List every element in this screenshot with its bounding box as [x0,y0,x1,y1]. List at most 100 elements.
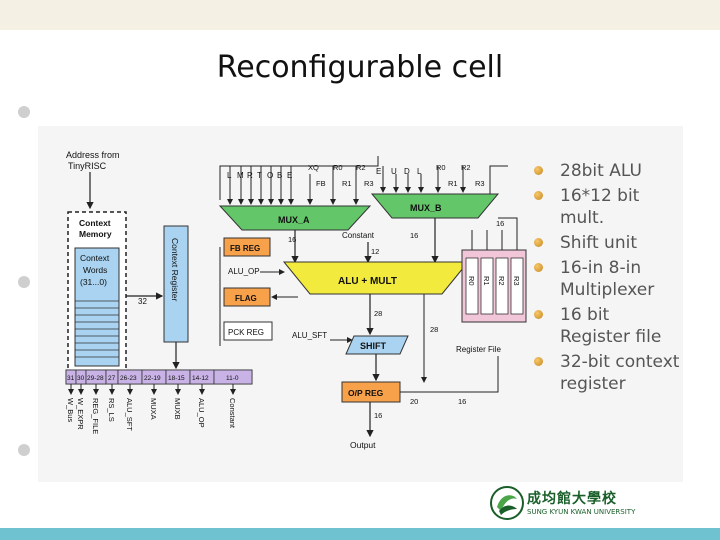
field-label-wbus: W_Bus [66,398,75,422]
bit-field-0: 31 [67,375,75,382]
alu-mult-block [282,261,470,295]
flag-label: FLAG [235,294,257,303]
feature-item: Shift unit [532,232,682,254]
bit-field-3: 27 [108,375,116,382]
context-memory-label1: Context [79,218,111,228]
shift-block [345,335,409,355]
mux-a-input-t: T [257,171,262,180]
flag-block [223,287,271,307]
university-logo: 成均館大學校 SUNG KYUN KWAN UNIVERSITY [487,482,643,524]
field-label-alusft: ALU_SFT [125,398,134,431]
feedback-line-left [219,156,379,200]
architecture-diagram: Address from TinyRISC Context Memory Con… [65,150,527,450]
context-register-label: Context Register [170,238,180,301]
mux-a-top-r2: R2 [356,163,366,172]
bit-field-cells [65,369,253,385]
architecture-figure: Address from TinyRISC Context Memory Con… [38,126,683,482]
mux-b-sub-r1: R1 [448,179,458,188]
feature-item: 32-bit context register [532,351,682,395]
bottom-decoration-band [0,528,720,540]
feedback-width-20: 20 [410,397,418,406]
page-title: Reconfigurable cell [216,50,504,85]
mux-b-sub-r3: R3 [475,179,485,188]
register-r1: R1 [482,276,491,286]
register-r0-cell [465,257,479,315]
bullet-dot-icon [534,238,543,247]
bit-field-8: 11-0 [226,375,239,382]
pck-reg-label: PCK REG [228,328,264,337]
bit-field-4: 26-23 [120,375,137,382]
mux-b-input-u: U [391,167,397,176]
register-r0: R0 [467,276,476,286]
university-name: 成均館大學校 [527,491,617,507]
mux-a-input-r: R [247,171,253,180]
bit-field-7: 14-12 [192,375,209,382]
mux-a-sub-r3: R3 [364,179,374,188]
bullet-dot-icon [534,357,543,366]
mux-b-input-l: L [417,167,422,176]
context-memory-label2: Memory [79,229,112,239]
alu-out-width: 28 [374,309,382,318]
field-label-rsls: RS_LS [107,398,116,422]
top-decoration-band [0,0,720,30]
field-label-muxa: MUXA [149,398,158,420]
mux-b-top-r2: R2 [461,163,471,172]
mux-a-top-xq: XQ [308,163,319,172]
mux-b-input-e: E [376,167,381,176]
field-label-muxb: MUXB [173,398,182,420]
regfile-width: 16 [496,219,504,228]
mux-a-top-r0: R0 [333,163,343,172]
mux-b-width: 16 [410,231,418,240]
feature-item: 16 bit Register file [532,304,682,348]
register-r2-cell [495,257,509,315]
opreg-feedback [400,356,499,393]
fb-reg-block [223,237,271,257]
register-file-label: Register File [456,345,501,354]
output-width: 16 [374,411,382,420]
register-r3-cell [510,257,524,315]
context-words-label2: Words [83,265,107,275]
field-label-regfile: REG_FILE [91,398,100,434]
mux-a-input-l: L [227,171,232,180]
bit-field-2: 29-28 [87,375,104,382]
mux-a-input-o: O [267,171,273,180]
pck-reg-block [223,321,273,341]
field-arrows [68,384,236,395]
bypass-width: 28 [430,325,438,334]
left-bullet-dot [18,444,30,456]
mux-a-block [218,205,372,231]
field-label-aluop: ALU_OP [197,398,206,428]
mux-b-top-r0: R0 [436,163,446,172]
address-label-line2: TinyRISC [68,161,107,171]
mux-b-input-arrows [380,166,466,193]
register-r3: R3 [512,276,521,286]
mux-b-label: MUX_B [410,203,442,213]
mux-a-input-b: B [277,171,282,180]
address-label-line1: Address from [66,150,120,160]
mux-a-input-e: E [287,171,292,180]
left-bullet-dot [18,276,30,288]
alu-op-label: ALU_OP [228,267,260,276]
mux-b-feedback [489,165,508,194]
register-r2: R2 [497,276,506,286]
mux-b-input-d: D [404,167,410,176]
university-emblem-icon [490,486,524,520]
register-file-output-arrows [471,217,518,250]
mux-a-sub-r1: R1 [342,179,352,188]
bit-field-1: 30 [77,375,85,382]
bullet-dot-icon [534,310,543,319]
mux-a-label: MUX_A [278,215,310,225]
bullet-dot-icon [534,191,543,200]
output-label: Output [350,440,376,450]
context-words-block [74,247,120,367]
context-words-label3: (31...0) [80,277,107,287]
feature-list: 28bit ALU 16*12 bit mult. Shift unit 16-… [532,160,682,398]
university-subtitle: SUNG KYUN KWAN UNIVERSITY [527,508,636,516]
field-label-wexpr: W_EXPR [76,398,85,430]
context-bus-width: 32 [138,297,147,306]
mux-b-block [370,193,500,219]
shift-label: SHIFT [360,341,387,351]
bullet-dot-icon [534,166,543,175]
feature-item: 28bit ALU [532,160,682,182]
feedback-width-16: 16 [458,397,466,406]
